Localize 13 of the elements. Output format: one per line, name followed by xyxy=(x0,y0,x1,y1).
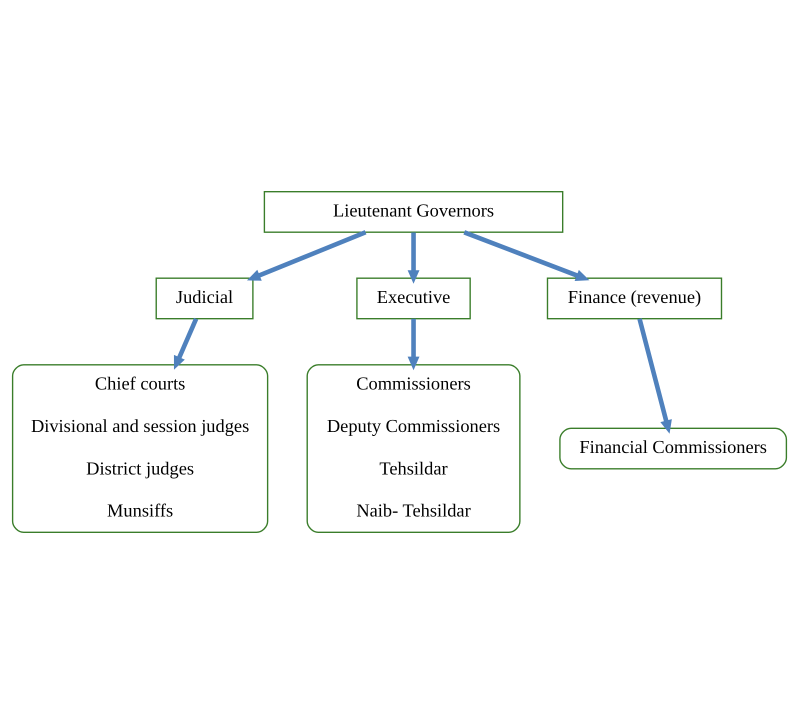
node-box: Finance (revenue) xyxy=(546,278,722,320)
arrow xyxy=(408,318,420,370)
node-box: Judicial xyxy=(156,278,254,320)
node-box: Lieutenant Governors xyxy=(264,191,564,233)
arrow xyxy=(637,318,672,434)
node-box: Executive xyxy=(356,278,471,320)
arrow xyxy=(174,318,198,370)
arrow xyxy=(408,232,420,284)
node-box: Chief courts Divisional and session judges District judges Munsiffs xyxy=(12,364,268,533)
arrow xyxy=(463,230,590,281)
arrow xyxy=(246,230,366,281)
node-box: Financial Commissioners xyxy=(559,428,788,470)
node-box: Commissioners Deputy Commissioners Tehsildar Naib- Tehsildar xyxy=(306,364,521,533)
